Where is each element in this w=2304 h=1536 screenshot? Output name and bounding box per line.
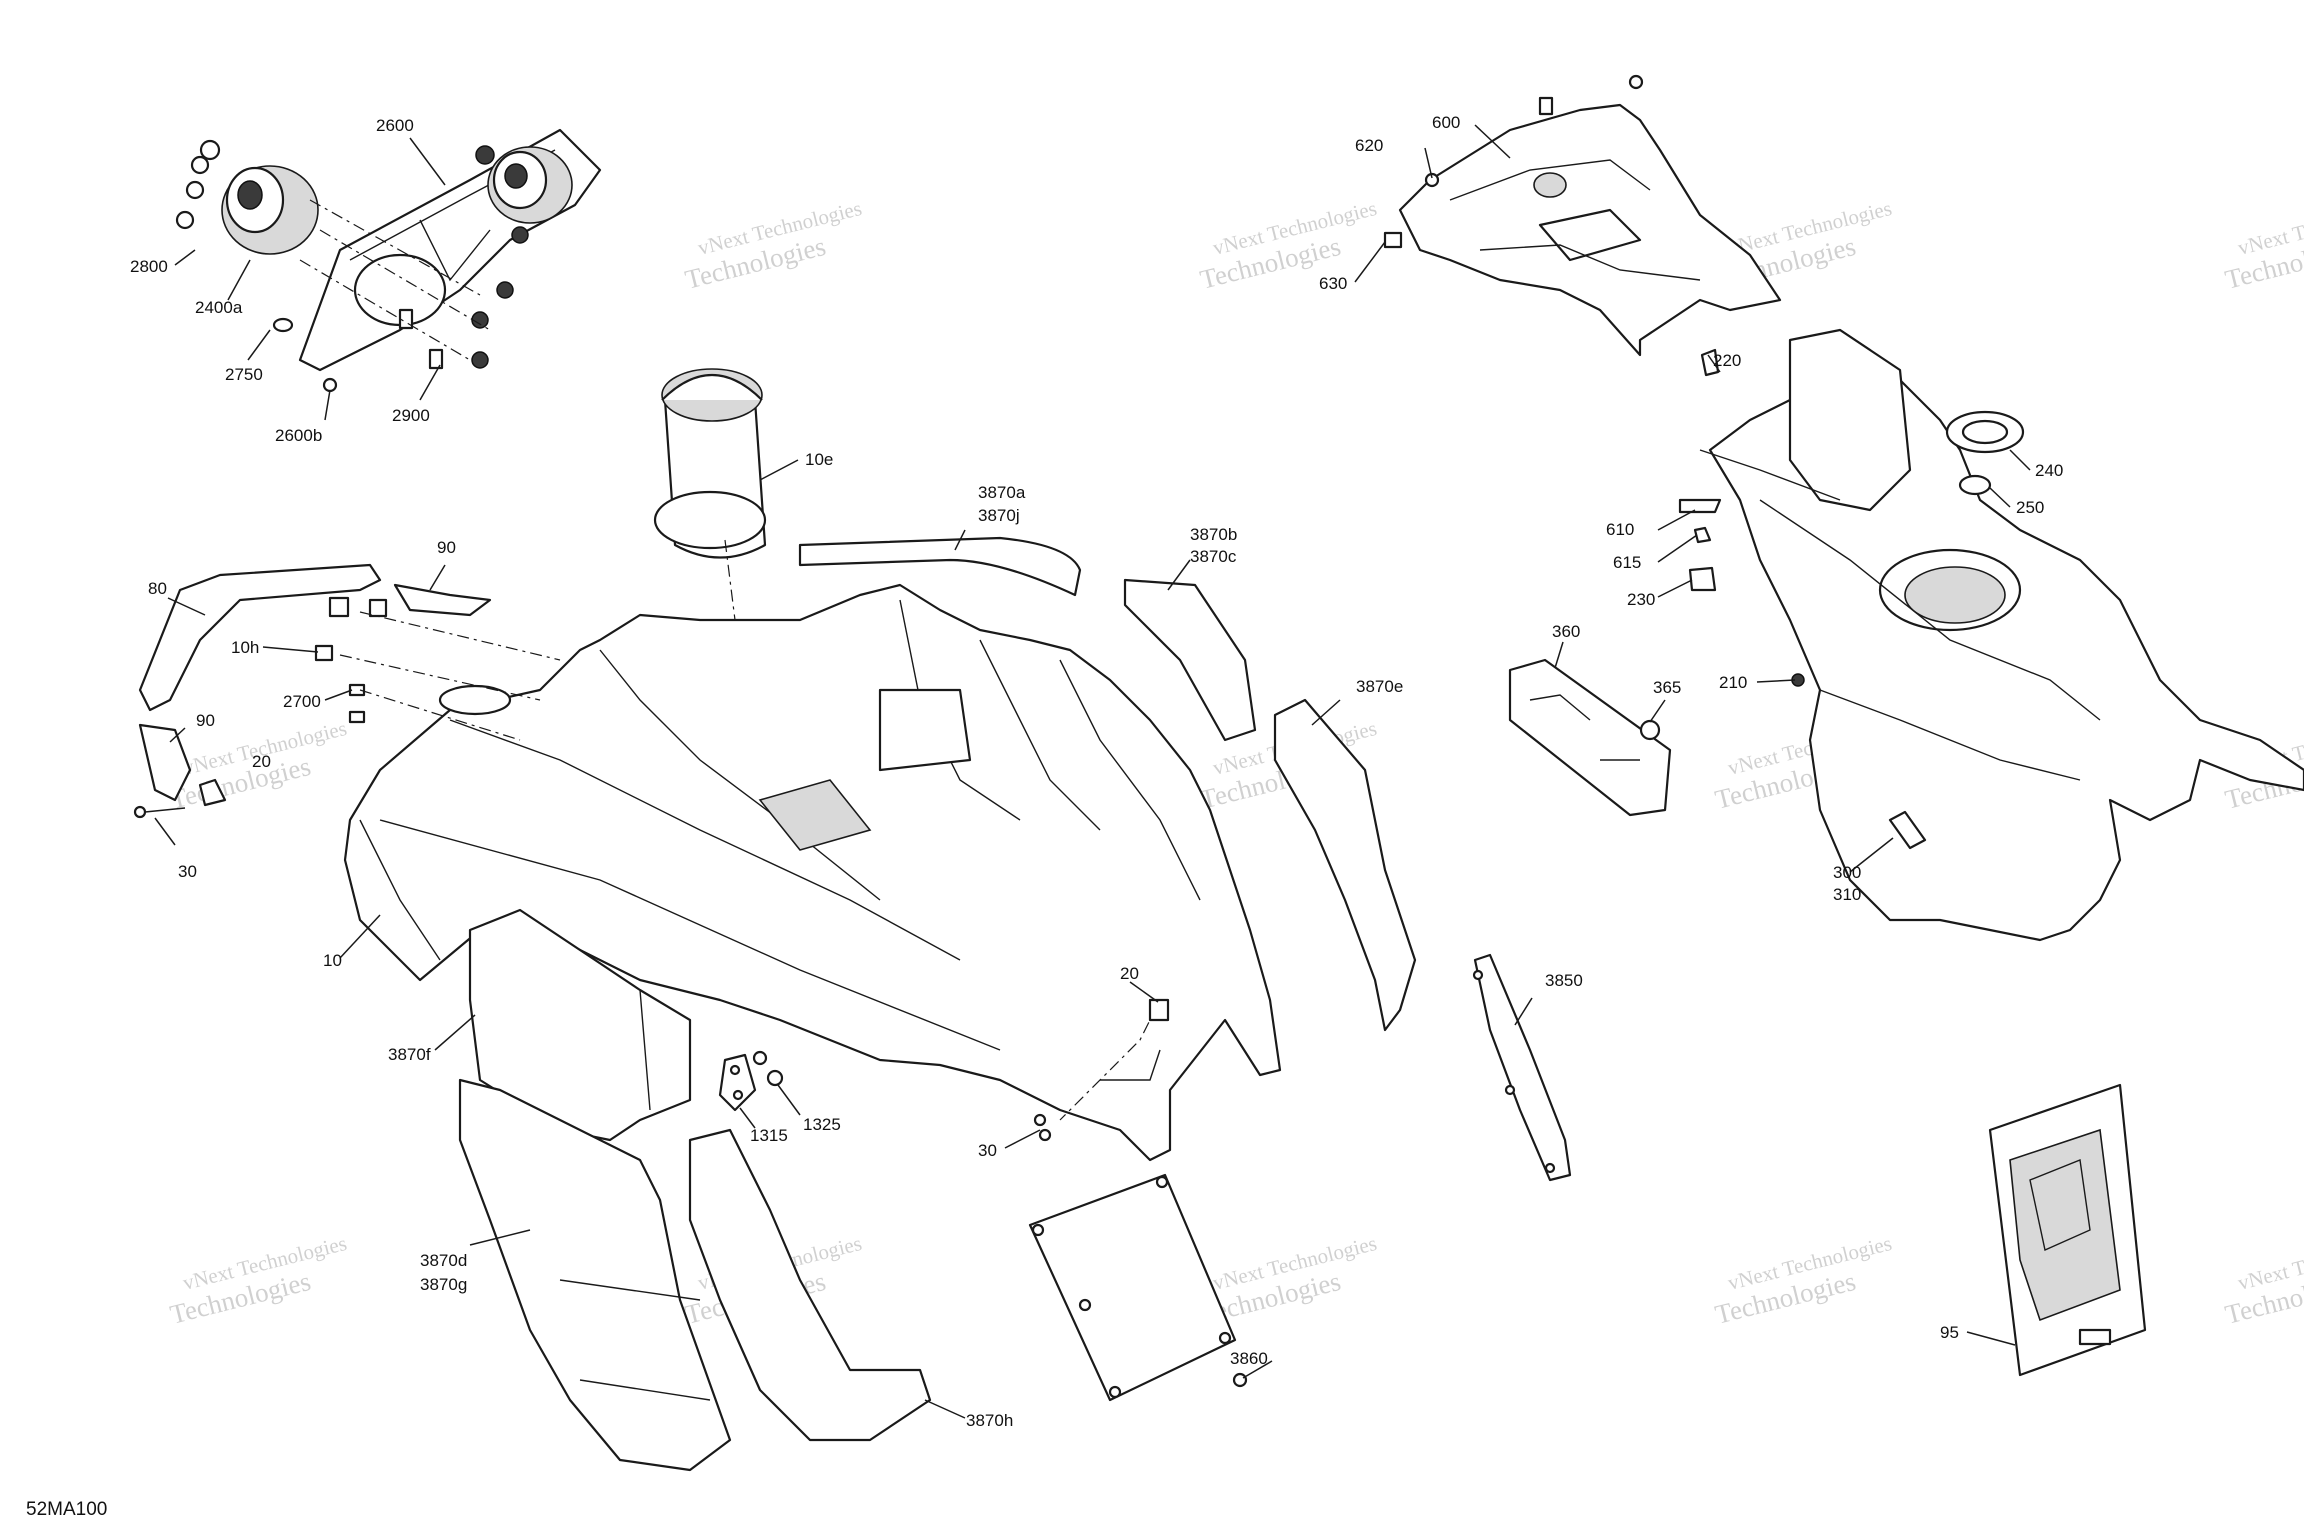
gauge-left (221, 165, 319, 255)
callout-3870b: 3870b (1190, 525, 1237, 544)
callout-620: 620 (1355, 136, 1383, 155)
gauge-bracket-assembly (175, 128, 602, 393)
leader-lines (154, 124, 2031, 1419)
callout-365: 365 (1653, 678, 1681, 697)
callout-2600b: 2600b (275, 426, 322, 445)
callout-3870a: 3870a (978, 483, 1026, 502)
callout-360: 360 (1552, 622, 1580, 641)
strip-3870e (1273, 698, 1417, 1032)
tube-10e (653, 368, 767, 621)
gasket-300 (1888, 810, 1927, 850)
callout-610: 610 (1606, 520, 1634, 539)
callout-630: 630 (1319, 274, 1347, 293)
cover-plate-3860 (1028, 1173, 1248, 1402)
callout-95: 95 (1940, 1323, 1959, 1342)
callout-3870g: 3870g (420, 1275, 467, 1294)
callout-2900: 2900 (392, 406, 430, 425)
callout-90-lower: 90 (196, 711, 215, 730)
fasteners-20-30-right (1033, 998, 1170, 1142)
callout-310: 310 (1833, 885, 1861, 904)
callout-30-left: 30 (178, 862, 197, 881)
callout-10e: 10e (805, 450, 833, 469)
cover-360 (1508, 658, 1672, 817)
callout-2600: 2600 (376, 116, 414, 135)
callout-220: 220 (1713, 351, 1741, 370)
plate-1315 (718, 1050, 784, 1112)
callout-3870h: 3870h (966, 1411, 1013, 1430)
callout-3850: 3850 (1545, 971, 1583, 990)
gauge-right (487, 146, 573, 224)
watermark: vNext Technologies Technologies (2222, 1231, 2304, 1330)
callout-300: 300 (1833, 863, 1861, 882)
callout-20-left: 20 (252, 752, 271, 771)
rear-console-600 (1383, 74, 1782, 357)
front-body-10 (343, 583, 1282, 1162)
callout-10: 10 (323, 951, 342, 970)
callout-615: 615 (1613, 553, 1641, 572)
callout-10h: 10h (231, 638, 259, 657)
callout-2800: 2800 (130, 257, 168, 276)
callout-3870c: 3870c (1190, 547, 1237, 566)
callout-3870j: 3870j (978, 506, 1020, 525)
trim-piece-90-lower (138, 723, 192, 802)
side-strip-80 (138, 563, 382, 712)
label-sheet-95 (1988, 1083, 2147, 1377)
callout-230: 230 (1627, 590, 1655, 609)
callout-2700: 2700 (283, 692, 321, 711)
callout-250: 250 (2016, 498, 2044, 517)
callout-90-upper: 90 (437, 538, 456, 557)
callout-1325: 1325 (803, 1115, 841, 1134)
rear-body (1678, 328, 2304, 942)
trim-piece-90-upper (393, 583, 492, 617)
callout-3860: 3860 (1230, 1349, 1268, 1368)
callout-600: 600 (1432, 113, 1460, 132)
callout-240: 240 (2035, 461, 2063, 480)
watermark: vNext Technologies Technologies (682, 196, 864, 295)
diagram-code: 52MA100 (26, 1499, 107, 1520)
callout-3870e: 3870e (1356, 677, 1403, 696)
callout-3870f: 3870f (388, 1045, 431, 1064)
callout-2400a: 2400a (195, 298, 243, 317)
panel-3850 (1472, 953, 1572, 1182)
strip-3870a (798, 536, 1082, 597)
panel-3870h (688, 1128, 932, 1442)
clip-20-30 (133, 778, 227, 819)
panel-3870f (468, 908, 692, 1142)
watermark: vNext Technologies Technologies (1712, 1231, 1894, 1330)
callout-80: 80 (148, 579, 167, 598)
strip-3870b (1123, 578, 1257, 742)
watermark: vNext Technologies Technologies (2222, 196, 2304, 295)
callout-20-right: 20 (1120, 964, 1139, 983)
callout-2750: 2750 (225, 365, 263, 384)
callout-1315: 1315 (750, 1126, 788, 1145)
callout-210: 210 (1719, 673, 1747, 692)
watermark: vNext Technologies Technologies (167, 1231, 349, 1330)
fasteners-10h-2700 (314, 596, 561, 741)
panel-3870d (458, 1078, 732, 1472)
callout-3870d: 3870d (420, 1251, 467, 1270)
callout-labels: 2600 2800 2400a 2750 2600b 2900 10e 3870… (130, 113, 2063, 1430)
callout-30-right: 30 (978, 1141, 997, 1160)
